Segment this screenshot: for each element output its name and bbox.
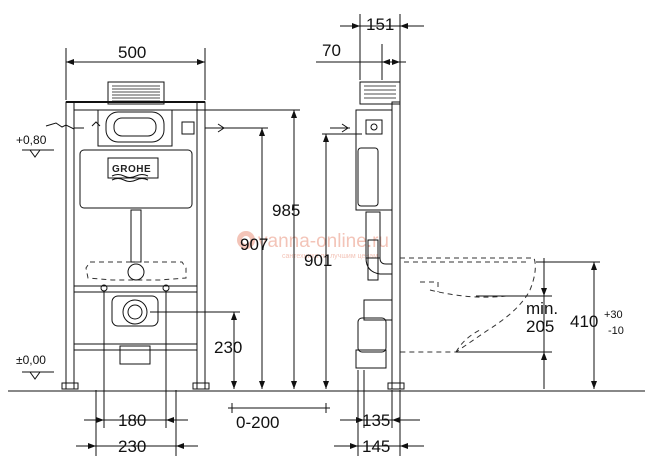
tolerance-minus: -10 xyxy=(608,325,624,337)
service-opening xyxy=(105,111,165,143)
level-zero: ±0,00 xyxy=(16,353,46,367)
watermark: vanna-online.ru сантехника по лучшим цен… xyxy=(237,231,389,260)
side-frame-post xyxy=(391,101,401,390)
dim-min-label: min. xyxy=(526,299,558,318)
dim-180: 180 xyxy=(118,411,146,430)
water-inlet-left xyxy=(45,122,75,130)
cistern xyxy=(79,149,193,209)
side-dimensions: 151 70 901 min. 205 410 +30 -10 135 xyxy=(304,14,624,456)
side-flush-plate xyxy=(359,81,401,105)
dim-230-vertical: 230 xyxy=(214,338,242,357)
front-dimensions: 500 +0,80 ±0,00 985 907 230 180 xyxy=(16,43,330,456)
dim-901: 901 xyxy=(304,251,332,270)
tolerance-plus: +30 xyxy=(604,309,623,321)
side-drain xyxy=(357,317,387,353)
dim-500: 500 xyxy=(118,43,146,62)
dim-205: 205 xyxy=(526,317,554,336)
watermark-text: vanna-online.ru xyxy=(258,231,389,252)
dim-70: 70 xyxy=(322,41,341,60)
right-post xyxy=(196,101,206,390)
side-view xyxy=(330,81,536,390)
front-view: GROHE xyxy=(45,81,233,390)
dim-985: 985 xyxy=(272,201,300,220)
bowl-outline-front xyxy=(85,261,187,281)
brand-logo: GROHE xyxy=(112,164,151,175)
dim-230-bottom: 230 xyxy=(118,437,146,456)
flush-pipe xyxy=(130,209,142,263)
level-plus-080: +0,80 xyxy=(16,133,47,147)
drain-connector xyxy=(111,295,159,327)
dim-907: 907 xyxy=(240,235,268,254)
dim-410: 410 xyxy=(570,312,598,331)
left-post xyxy=(65,101,75,390)
dim-135: 135 xyxy=(362,411,390,430)
dim-0-200: 0-200 xyxy=(236,413,279,432)
dim-145: 145 xyxy=(362,437,390,456)
bowl-outline-side xyxy=(400,257,536,353)
flush-plate xyxy=(107,81,165,105)
side-cistern xyxy=(355,109,393,211)
water-inlet-right xyxy=(205,123,233,133)
dim-151: 151 xyxy=(366,15,394,34)
watermark-subtext: сантехника по лучшим ценам xyxy=(282,253,378,260)
